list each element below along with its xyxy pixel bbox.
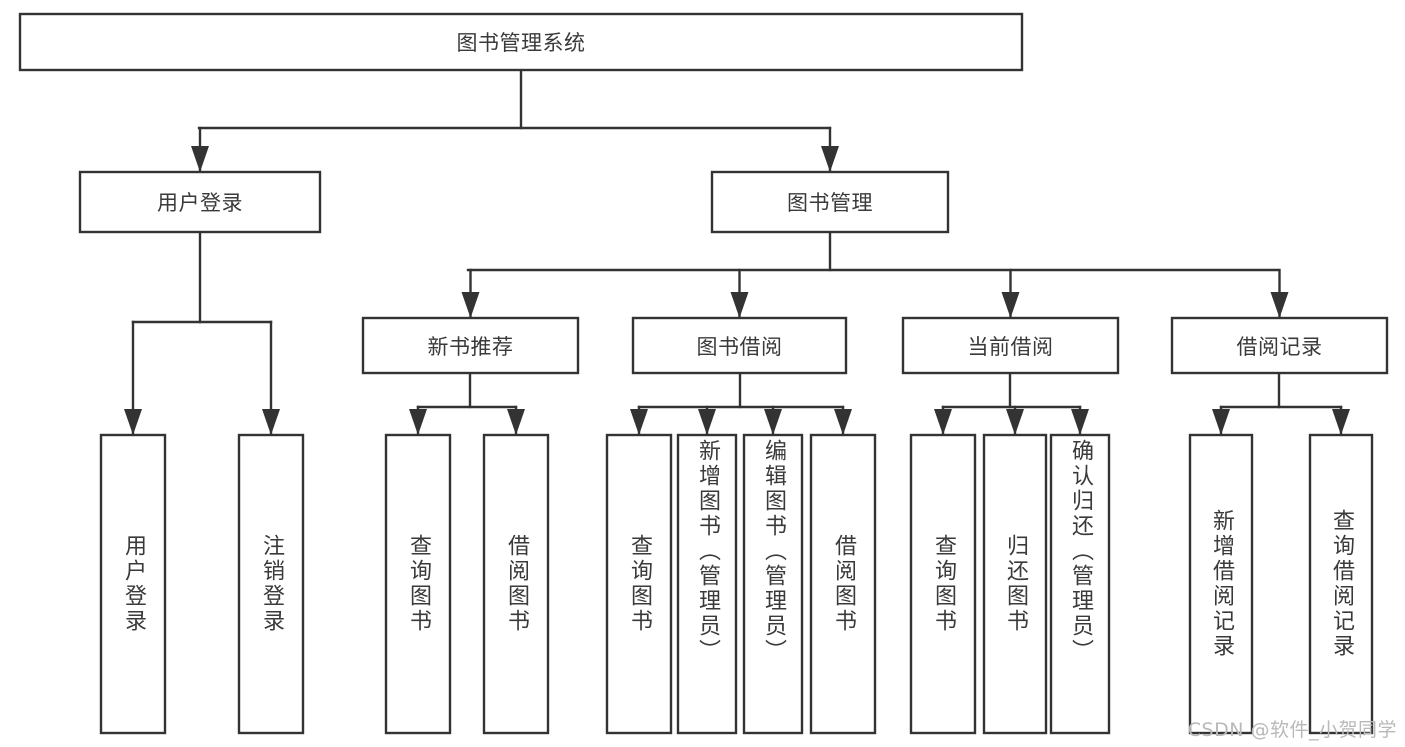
arrow-head-icon (409, 409, 427, 435)
arrow-head-icon (262, 409, 280, 435)
node-box-leaf-confirm-return[interactable] (1049, 433, 1111, 735)
arrow-head-icon (730, 292, 749, 318)
arrow-head-icon (507, 409, 525, 435)
arrow-head-icon (124, 409, 142, 435)
node-box-new-book-recommend[interactable] (361, 316, 580, 375)
edges-layer (124, 68, 1350, 437)
node-box-borrow-record[interactable] (1170, 316, 1389, 375)
node-box-leaf-query-borrow-record[interactable] (1308, 433, 1374, 735)
node-box-leaf-query-book-1[interactable] (384, 433, 452, 735)
arrow-head-icon (1332, 409, 1350, 435)
arrow-head-icon (698, 409, 716, 435)
node-box-leaf-query-book-2[interactable] (605, 433, 673, 735)
node-box-leaf-borrow-book-2[interactable] (809, 433, 877, 735)
node-box-leaf-edit-book[interactable] (742, 433, 804, 735)
node-box-user-login[interactable] (78, 170, 322, 234)
node-box-book-management[interactable] (710, 170, 950, 234)
arrow-head-icon (1270, 292, 1289, 318)
node-box-root[interactable] (18, 12, 1024, 72)
node-box-leaf-query-book-3[interactable] (909, 433, 977, 735)
arrow-head-icon (630, 409, 648, 435)
arrow-head-icon (1006, 409, 1024, 435)
node-box-leaf-add-borrow-record[interactable] (1188, 433, 1254, 735)
arrow-head-icon (461, 292, 480, 318)
arrow-head-icon (834, 409, 852, 435)
arrow-head-icon (1001, 292, 1020, 318)
boxes-layer (18, 12, 1389, 735)
node-box-leaf-borrow-book-1[interactable] (482, 433, 550, 735)
arrow-head-icon (1071, 409, 1089, 435)
arrow-head-icon (1212, 409, 1230, 435)
arrow-head-icon (191, 146, 209, 172)
node-box-leaf-user-login[interactable] (99, 433, 167, 735)
node-box-leaf-add-book[interactable] (676, 433, 738, 735)
node-box-leaf-return-book[interactable] (982, 433, 1048, 735)
node-box-book-borrow[interactable] (631, 316, 848, 375)
node-box-current-borrow[interactable] (901, 316, 1120, 375)
watermark-text: CSDN @软件_小贺同学 (1187, 719, 1397, 741)
node-box-leaf-logout-login[interactable] (237, 433, 305, 735)
arrow-head-icon (934, 409, 952, 435)
arrow-head-icon (821, 146, 839, 172)
arrow-head-icon (764, 409, 782, 435)
